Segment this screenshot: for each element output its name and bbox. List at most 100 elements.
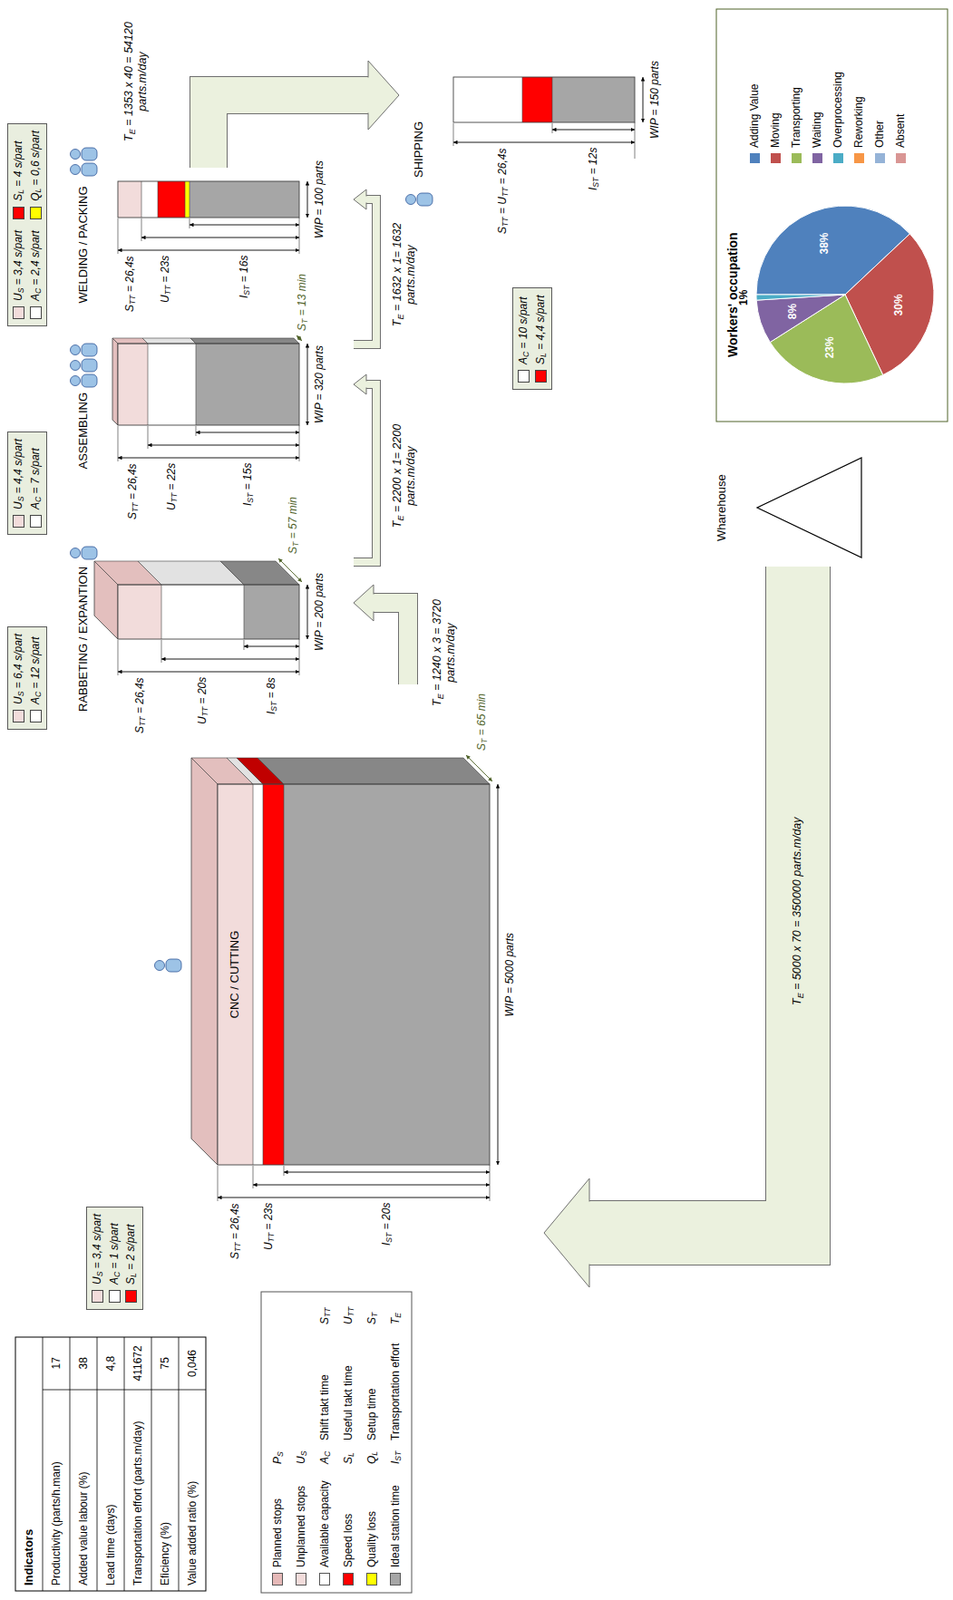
arrow-body [373,602,409,685]
key-swatch [12,206,25,220]
table-cell: 17 [49,1357,64,1370]
band-divider [189,181,191,218]
box-front-face [453,77,635,123]
worker-icon [81,359,98,372]
legend-symbol: SL [341,1452,356,1465]
table-cell: 0,046 [185,1350,200,1378]
table-rule [97,1337,98,1592]
arrow-body [353,384,377,563]
wip-label: WIP = 320 parts [312,345,327,424]
legend-swatch [812,153,823,164]
dimension-line [141,237,300,239]
key-row: AC = 7 s/part [29,438,44,528]
transport-label: TE = 2200 x 1= 2200 parts.m/day [390,408,419,545]
dimension-line [117,250,300,252]
station-key-box: US = 6,4 s/partAC = 12 s/part [7,626,48,730]
dimension-label: UTT = 23s [158,255,173,303]
extension-line [189,218,191,229]
legend-symbol: AC [318,1451,332,1465]
band-divider [184,181,186,218]
dimension-label: UTT = 23s [262,1203,276,1251]
key-text: AC = 10 s/part [516,296,532,365]
transport-arrow [208,60,399,168]
key-row: US = 4,4 s/part [11,438,27,528]
station-key-box: AC = 10 s/partSL = 4,4 s/part [512,287,553,390]
box-side-face [257,758,490,785]
key-row: US = 3,4 s/part [90,1214,106,1304]
arrow-outline [373,602,409,685]
extension-line [117,640,119,676]
time-band [147,343,196,426]
legend-text: Speed loss [341,1514,356,1568]
key-row: AC = 12 s/part [29,633,44,723]
wip-label: WIP = 150 parts [648,60,662,139]
worker-icon [417,193,433,206]
table-rule [69,1337,71,1592]
dimension-label: UTT = 22s [165,463,179,511]
box-front-face [117,343,300,426]
band-divider [141,181,143,218]
key-swatch [125,1290,137,1304]
time-band [252,784,263,1166]
box-top-face [112,338,118,426]
station-name: SHIPPING [411,121,427,178]
band-divider [252,784,254,1166]
legend-swatch [366,1573,378,1586]
transport-arrow [353,374,377,563]
dimension-label: IST = 8s [264,677,279,715]
table-cell: Productivity (parts/h.man) [49,1461,64,1586]
legend-swatch [854,153,865,164]
extension-line [299,425,301,462]
legend-text: Waiting [810,111,825,148]
time-band [243,584,300,640]
key-swatch [91,1290,104,1304]
legend-swatch [791,153,802,164]
key-text: US = 3,4 s/part [11,230,27,302]
dimension-label: IST = 16s [237,255,252,299]
wip-label: WIP = 100 parts [312,160,327,239]
legend-text: Reworking [852,96,866,148]
wip-label: WIP = 200 parts [312,573,327,652]
pie-slice [756,294,846,343]
legend-text: Planned stops [271,1498,285,1568]
key-text: US = 3,4 s/part [90,1214,106,1285]
legend-text: Shift takt time [318,1374,332,1441]
key-text: AC = 7 s/part [29,447,44,510]
percent-label: 30% [892,293,906,316]
key-row: AC = 2,4 s/part [29,230,44,320]
setup-label: ST = 65 min [475,693,489,751]
extension-line [252,1166,254,1189]
table-cell: Lead time (days) [104,1505,118,1586]
dimension-line [252,1185,490,1187]
station-key-box: US = 4,4 s/partAC = 7 s/part [7,431,48,535]
setup-dimension [466,755,493,782]
table-cell: 38 [77,1357,91,1370]
key-text: SL = 4 s/part [11,140,27,202]
arrow-head [544,1178,590,1288]
worker-icon [81,343,98,357]
setup-label: ST = 13 min [295,273,310,331]
time-band [161,584,244,640]
arrow-body [353,199,377,345]
legend-swatch [749,153,760,164]
dimension-line [217,1197,490,1199]
dimension-line [195,432,300,434]
legend-swatch [895,153,906,164]
arrow-seam [365,196,369,204]
dimension-label: STT = 26,4s [123,255,137,312]
station-name: CNC / CUTTING [227,931,243,1020]
key-text: AC = 2,4 s/part [29,230,44,302]
arrow-head [353,189,367,210]
table-rule [178,1337,180,1592]
legend-text: Unplanned stops [294,1486,309,1568]
percent-label: 38% [817,232,832,254]
table-cell: Value added ratio (%) [185,1481,200,1586]
key-row: QL = 0,6 s/part [29,130,44,220]
legend-swatch [342,1573,354,1586]
transport-label: TE = 1353 x 40 = 54120 parts.m/day [122,13,151,150]
dimension-line [243,646,300,648]
band-divider [157,181,159,218]
worker-icon [81,374,98,388]
percent-label: 1% [737,290,751,306]
